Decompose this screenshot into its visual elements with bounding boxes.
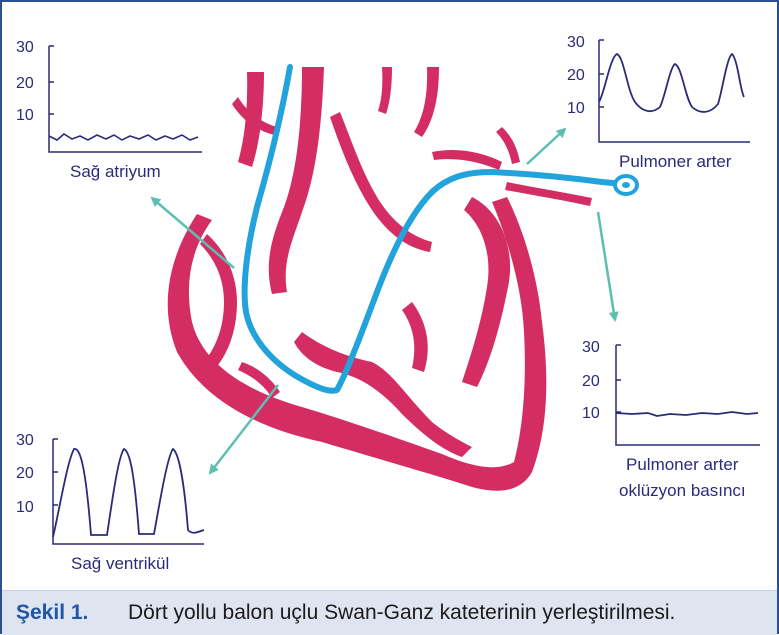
tick-label: 30 xyxy=(582,339,600,356)
tick-label: 30 xyxy=(16,432,34,449)
heart-aorta xyxy=(269,67,324,294)
panel-right-ventricle: 30 20 10 Sağ ventrikül xyxy=(16,432,204,573)
axis-lines xyxy=(599,40,750,142)
panel-occlusion: 30 20 10 Pulmoner arter oklüzyon basıncı xyxy=(582,339,760,500)
tick-label: 10 xyxy=(16,107,34,124)
heart-pulmonary-branch xyxy=(432,150,502,170)
illustration: 30 20 10 Sağ atriyum 30 20 10 Pulmoner a… xyxy=(2,2,777,590)
panel-label-line2: oklüzyon basıncı xyxy=(619,481,746,500)
caption-text: Dört yollu balon uçlu Swan-Ganz kateteri… xyxy=(128,591,675,635)
panel-label: Pulmoner arter xyxy=(619,152,732,171)
axis-lines xyxy=(616,345,760,445)
heart-pulmonary-vessel-top xyxy=(496,127,520,164)
pointer-arrows xyxy=(152,129,615,473)
tick-label: 30 xyxy=(16,39,34,56)
pressure-trace xyxy=(49,134,198,140)
tick-label: 20 xyxy=(567,67,585,84)
tick-label: 20 xyxy=(582,373,600,390)
pressure-trace xyxy=(53,449,204,537)
catheter-balloon-icon xyxy=(615,176,637,194)
heart-papillary-muscle xyxy=(402,302,428,372)
tick-label: 20 xyxy=(16,75,34,92)
tick-label: 10 xyxy=(582,405,600,422)
heart-vessel-branch-3 xyxy=(414,67,439,137)
tick-label: 20 xyxy=(16,465,34,482)
caption-label: Şekil 1. xyxy=(16,591,88,635)
heart-vessel-branch-2 xyxy=(378,67,392,114)
tick-label: 10 xyxy=(567,100,585,117)
tick-label: 30 xyxy=(567,34,585,51)
pressure-trace xyxy=(599,54,744,112)
panel-label: Sağ atriyum xyxy=(70,162,161,181)
figure-caption: Şekil 1. Dört yollu balon uçlu Swan-Ganz… xyxy=(2,590,777,635)
panel-right-atrium: 30 20 10 Sağ atriyum xyxy=(16,39,202,181)
arrow-to-pulmonary-artery xyxy=(527,129,565,164)
arrow-to-occlusion xyxy=(598,212,615,320)
panel-label-line1: Pulmoner arter xyxy=(626,455,739,474)
panel-label: Sağ ventrikül xyxy=(71,554,169,573)
heart-pulmonary-vessel-right xyxy=(505,182,592,206)
panel-pulmonary-artery: 30 20 10 Pulmoner arter xyxy=(567,34,750,171)
tick-label: 10 xyxy=(16,499,34,516)
pressure-trace xyxy=(616,412,758,416)
